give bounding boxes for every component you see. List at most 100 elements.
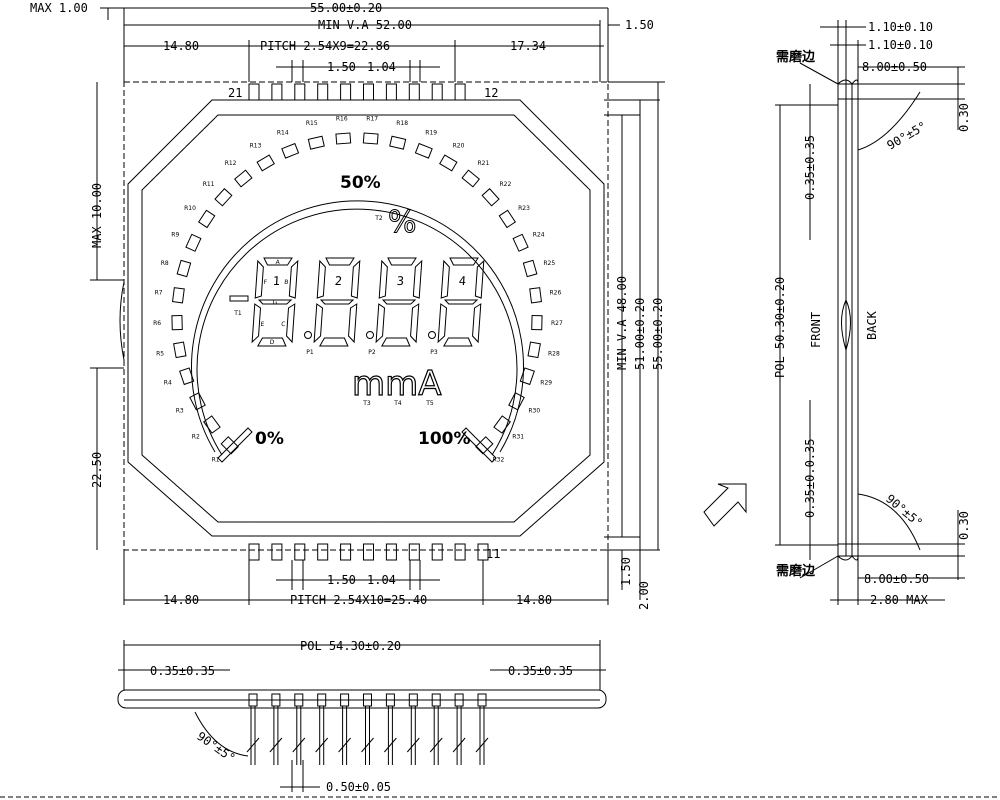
dim-height-55: 55.00±0.20 (651, 298, 665, 370)
side-edge-top: 8.00±0.50 (862, 60, 927, 74)
side-offset-bottom: 0.35±0.0.35 (803, 439, 817, 518)
t-label: T1 (233, 310, 242, 317)
top-pin (385, 83, 397, 101)
ring-label: R8 (161, 260, 169, 267)
ring-label: R27 (551, 320, 563, 327)
pin-label-11: 11 (486, 547, 500, 561)
seven-seg-digit: 4 (437, 257, 485, 347)
pin-label-12: 12 (484, 86, 498, 100)
left-tab (119, 281, 125, 361)
top-pin (340, 83, 352, 101)
bottom-left-offset: 0.35±0.35 (150, 664, 215, 678)
ring-label: R6 (153, 320, 161, 327)
side-offset-top: 0.35±0.35 (803, 135, 817, 200)
octagon-inner (141, 114, 591, 523)
t-label: T5 (425, 400, 434, 407)
top-pin (454, 83, 466, 101)
decimal-point (366, 331, 374, 339)
arc-end-right (461, 427, 497, 463)
side-back: BACK (865, 310, 879, 340)
ring-label: R20 (453, 143, 465, 150)
direction-arrow-icon (703, 483, 747, 527)
ring-segment (519, 367, 535, 386)
bottom-angle: 90°±5° (194, 729, 238, 765)
ring-label: R2 (192, 433, 200, 440)
ring-segment (189, 392, 206, 411)
ring-label: R10 (184, 205, 196, 212)
ring-label: R15 (306, 120, 318, 127)
side-angle-bottom: 90°±5° (883, 492, 925, 531)
top-pin (248, 83, 260, 101)
ring-segment (522, 259, 538, 278)
ring-label: R29 (540, 380, 552, 387)
bottom-pin-thickness: 0.50±0.05 (326, 780, 391, 794)
lcd-100-percent: 100% (418, 429, 471, 449)
dim-pin-width-top: 1.50 (327, 60, 356, 74)
outer-frame (123, 81, 609, 551)
ring-segment (234, 169, 253, 188)
ring-label: R26 (549, 290, 561, 297)
lcd-minus-sign (229, 295, 249, 302)
bottom-pol-width: POL 54.30±0.20 (300, 639, 401, 653)
ring-label: R30 (528, 408, 540, 415)
dim-top-left-offset: 14.80 (163, 39, 199, 53)
bottom-pin (317, 543, 329, 561)
dim-bottom-left-offset: 14.80 (163, 593, 199, 607)
bottom-pin (454, 543, 466, 561)
point-label: P2 (368, 349, 376, 356)
ring-label: R18 (396, 120, 408, 127)
dim-max-left: MAX 1.00 (30, 1, 88, 15)
decimal-point (304, 331, 312, 339)
arc-end-left (217, 427, 253, 463)
ring-segment (220, 436, 239, 455)
side-edge-bottom: 8.00±0.50 (864, 572, 929, 586)
top-pin (271, 83, 283, 101)
side-gap-bottom: 0.30 (957, 511, 971, 540)
bottom-right-offset: 0.35±0.35 (508, 664, 573, 678)
bottom-pin (271, 543, 283, 561)
segment-label: F (263, 279, 267, 286)
t-label: T4 (393, 400, 402, 407)
ring-label: R9 (171, 232, 179, 239)
arc-band (196, 208, 518, 456)
t-label: T2 (374, 215, 383, 222)
digit-label: 2 (334, 274, 342, 288)
dim-overall-width: 55.00±0.20 (310, 1, 382, 15)
ring-label: R31 (512, 433, 524, 440)
lcd-unit-mma: mmA (352, 364, 442, 404)
ring-segment (389, 135, 407, 150)
ring-label: R16 (336, 116, 348, 123)
ring-label: R23 (518, 205, 530, 212)
ring-segment (527, 341, 541, 359)
arc-band-outer (191, 200, 524, 453)
ring-label: R7 (155, 290, 163, 297)
ring-label: R5 (156, 350, 164, 357)
ring-label: R24 (533, 232, 545, 239)
dim-pin-gap-bottom: 1.04 (367, 573, 396, 587)
ring-segment (475, 436, 494, 455)
ring-segment (179, 367, 195, 386)
lcd-50-percent: 50% (340, 173, 381, 193)
ring-segment (335, 132, 352, 145)
dim-right-edge: 1.50 (625, 18, 654, 32)
side-front: FRONT (809, 312, 823, 348)
ring-segment (214, 188, 233, 207)
bottom-pin (385, 543, 397, 561)
ring-label: R32 (492, 456, 504, 463)
ring-label: R11 (203, 181, 215, 188)
bottom-pin (294, 543, 306, 561)
t-label: T3 (362, 400, 371, 407)
top-pin (431, 83, 443, 101)
segment-label: C (281, 321, 286, 328)
side-grind-bottom: 需磨边 (776, 563, 816, 579)
bottom-glass-body (117, 689, 607, 709)
side-glass-second: 1.10±0.10 (868, 38, 933, 52)
ring-label: R28 (548, 350, 560, 357)
ring-segment (203, 415, 221, 434)
ring-segment (439, 154, 458, 172)
ring-segment (493, 415, 511, 434)
ring-segment (481, 188, 500, 207)
ring-label: R14 (277, 129, 289, 136)
